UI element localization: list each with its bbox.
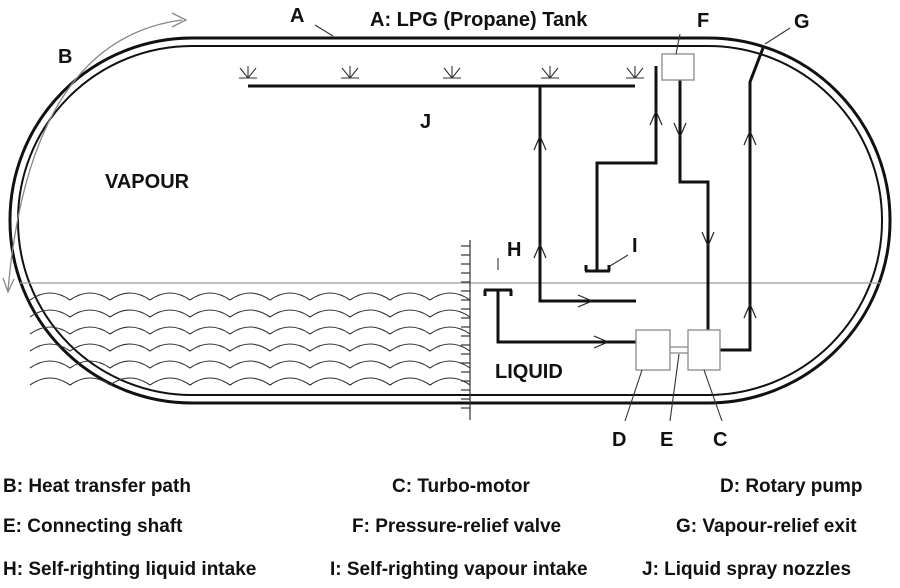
- spray-nozzle: [443, 66, 461, 79]
- legend-item-c: C: Turbo-motor: [392, 476, 530, 497]
- section-divider: [461, 240, 471, 420]
- label-j: J: [420, 111, 431, 133]
- label-i: I: [632, 235, 638, 257]
- piping: [496, 47, 765, 352]
- vapour-region-label: VAPOUR: [105, 171, 190, 193]
- liquid-spray-nozzles: [239, 66, 644, 79]
- label-c: C: [713, 429, 727, 451]
- legend-item-j: J: Liquid spray nozzles: [642, 559, 851, 580]
- legend-item-d: D: Rotary pump: [720, 476, 863, 497]
- leader-lines: [314, 24, 791, 422]
- heat-transfer-arrow: [2, 12, 188, 294]
- label-f: F: [697, 10, 709, 32]
- wave-row: [29, 360, 471, 369]
- legend-item-i: I: Self-righting vapour intake: [330, 559, 588, 580]
- spray-nozzle: [341, 66, 359, 79]
- turbo-motor-c: [687, 329, 721, 371]
- label-a: A: [290, 5, 304, 27]
- label-g: G: [794, 11, 810, 33]
- liquid-region-label: LIQUID: [495, 361, 563, 383]
- label-d: D: [612, 429, 626, 451]
- legend-item-h: H: Self-righting liquid intake: [3, 559, 256, 580]
- wave-row: [29, 309, 471, 318]
- flow-arrows: [533, 109, 757, 349]
- vapour-intake-i: [584, 265, 611, 273]
- label-b: B: [58, 46, 72, 68]
- spray-nozzle: [541, 66, 559, 79]
- legend: B: Heat transfer path C: Turbo-motor D: …: [3, 476, 863, 580]
- title-label: A: LPG (Propane) Tank: [370, 9, 588, 31]
- legend-item-b: B: Heat transfer path: [3, 476, 191, 497]
- spray-nozzle: [239, 66, 257, 79]
- liquid-waves: [29, 292, 471, 386]
- label-e: E: [660, 429, 673, 451]
- pressure-relief-valve-f: [661, 53, 695, 81]
- rotary-pump-d: [635, 329, 671, 371]
- wave-row: [29, 326, 471, 335]
- legend-item-e: E: Connecting shaft: [3, 516, 183, 537]
- liquid-intake-h: [483, 288, 513, 296]
- label-h: H: [507, 239, 521, 261]
- connecting-shaft-e: [670, 346, 688, 354]
- spray-nozzle: [626, 66, 644, 79]
- tank-outline: [8, 36, 892, 405]
- legend-item-g: G: Vapour-relief exit: [676, 516, 857, 537]
- wave-row: [29, 292, 471, 301]
- wave-row: [29, 343, 471, 352]
- wave-row: [29, 377, 471, 386]
- legend-item-f: F: Pressure-relief valve: [352, 516, 561, 537]
